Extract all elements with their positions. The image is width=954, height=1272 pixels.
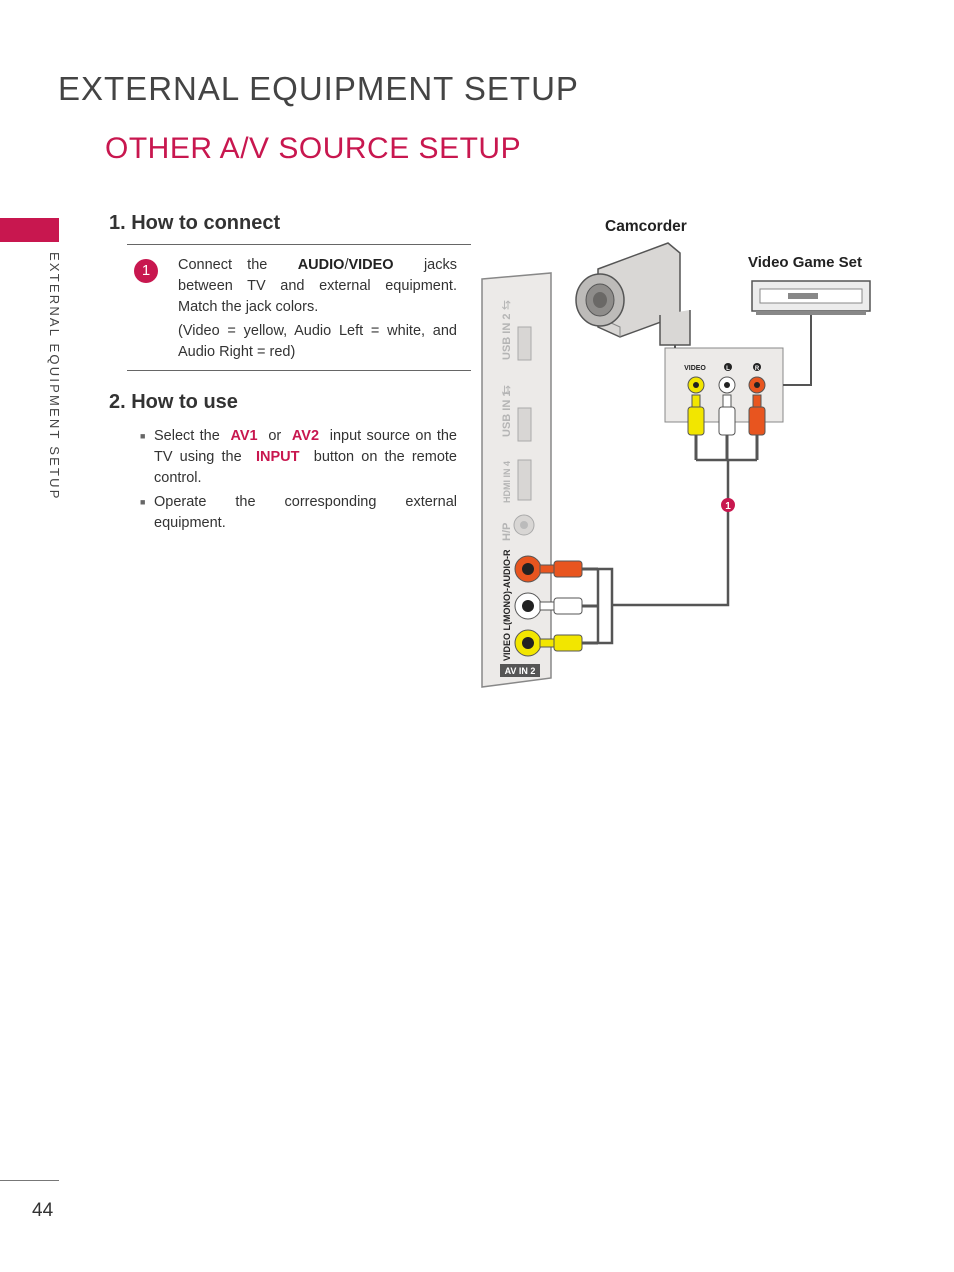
cable-run [612,460,730,607]
usb-icon: ⇆ [499,300,513,310]
box-r-label: R [755,366,760,372]
av-in-2-badge [500,664,540,677]
footer-divider [0,1180,59,1181]
heading-divider [127,244,471,245]
section-divider [127,370,471,371]
usb-in-1-label: USB IN 1 [501,391,513,437]
connection-diagram: USB IN 2 ⇆ USB IN 1 ⇆ HDMI IN 4 H/P VIDE… [481,218,871,688]
av-in-2-label: AV IN 2 [505,666,536,676]
box-l-marker [724,363,732,371]
jack-color-note: (Video = yellow, Audio Left = white, and… [178,323,457,360]
device-plug-audio-l [718,394,736,460]
how-to-connect-heading: 1. How to connect [109,212,281,234]
video-game-set-label: Video Game Set [748,254,862,271]
sidebar-chapter-label: EXTERNAL EQUIPMENT SETUP [47,252,62,501]
box-r-marker [753,363,761,371]
page-number: 44 [32,1200,54,1221]
usb-in-2-label: USB IN 2 [501,314,513,360]
tv-plug-video [539,634,598,652]
page-title: EXTERNAL EQUIPMENT SETUP [58,70,579,107]
usb-port-2 [517,326,532,361]
use-step-operate: Operate the corresponding external equip… [154,494,457,531]
section-title: OTHER A/V SOURCE SETUP [105,132,522,165]
headphone-label: H/P [501,523,513,541]
connect-instructions: Connect the AUDIO/VIDEO jacks between TV… [178,257,457,315]
device-plug-video [687,394,705,460]
av-jack-labels: VIDEO L(MONO)-AUDIO-R [502,549,512,661]
tv-side-panel [481,272,552,688]
camcorder-label: Camcorder [605,218,687,235]
use-step-select-input: Select the AV1 or AV2 input source on th… [154,428,457,486]
usb-port-1 [517,407,532,442]
bullet-marker: ■ [140,431,146,441]
console-link [783,315,812,386]
callout-1-number: 1 [725,501,731,512]
hdmi-in-4-label: HDMI IN 4 [502,461,512,503]
bullet-marker: ■ [140,497,146,507]
sidebar-accent-bar [0,218,59,242]
step-1-badge: 1 [134,259,158,283]
usb-icon: ⇆ [499,385,513,395]
game-console-icon [751,280,871,315]
tv-plug-audio-r [539,560,598,578]
box-video-label: VIDEO [684,365,706,372]
device-plug-audio-r [748,394,766,460]
camcorder-icon [575,242,691,346]
how-to-use-heading: 2. How to use [109,391,238,413]
hdmi-port [517,459,532,501]
box-l-label: L [726,366,730,372]
callout-1-badge [721,498,735,512]
cable-bundle-tv [596,567,614,645]
tv-plug-audio-l [539,597,598,615]
